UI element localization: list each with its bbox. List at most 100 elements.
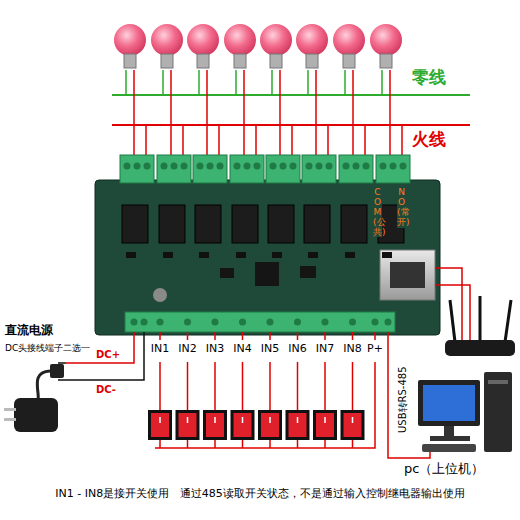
optocoupler [199,252,209,258]
input-wire [352,332,354,340]
ethernet-port [380,250,435,300]
monitor-stand [444,426,454,436]
input-switch [203,332,227,448]
terminal-screw [400,163,407,170]
relay [304,205,330,243]
terminal-screw [372,319,379,326]
input-switch [176,332,200,448]
switch-housing [203,410,227,440]
switch-mark [269,417,271,423]
rocker-switch [234,413,252,437]
relay [122,205,148,243]
adapter-prong [4,408,16,411]
optocoupler [163,252,173,258]
mcu-chip [255,262,279,286]
switch-return-wire [297,440,299,448]
terminal-screw [144,163,151,170]
relay-terminal-block [230,155,264,183]
label: pc（上位机） [404,462,484,477]
relay-terminal-block [120,155,154,183]
terminal-screw [244,163,251,170]
switch-mark [324,417,326,423]
bulb-base [343,54,355,68]
switch-housing [176,410,200,440]
router [445,296,515,356]
label: IN7 [316,343,334,356]
optocoupler [382,252,392,258]
antenna [450,300,455,342]
terminal-screw [157,319,164,326]
terminal-screw [207,163,214,170]
lamp-channel [260,24,300,258]
light-bulb [370,24,402,56]
bulb-load-wire [315,70,317,160]
terminal-screw [380,163,387,170]
switch-housing [148,410,172,440]
relay [195,205,221,243]
input-switch [148,332,172,448]
rs485-cable [388,332,430,458]
switch-housing [313,410,337,440]
input-wire [187,332,189,340]
capacitor [153,288,167,302]
label: 零线 [412,68,446,88]
dc-minus-wire [66,332,144,380]
rocker-switch [316,413,334,437]
bulb-base [124,54,136,68]
optocoupler [272,252,282,258]
switch-mark [242,417,244,423]
label: DC+ [96,349,120,361]
relay-terminal-block [157,155,191,183]
input-wire [214,332,216,340]
monitor [418,380,480,426]
label: IN1 [151,343,169,356]
dc-plug [50,364,64,378]
relay-terminal-block [266,155,300,183]
terminal-screw [181,163,188,170]
relay-terminal-block [302,155,336,183]
relay [268,205,294,243]
terminal-screw [131,319,138,326]
bulb-load-wire [133,70,135,160]
antenna [479,296,482,342]
bulb-base [234,54,246,68]
common-bus [155,362,375,448]
switch-return-wire [324,440,326,448]
input-switch [258,332,282,448]
bulb-neutral-wire [381,70,383,95]
input-wire [214,362,216,410]
label: USB转RS-485 [396,367,408,434]
label: IN8 [343,343,361,356]
bulb-base [380,54,392,68]
label: COM(公共) [373,188,382,237]
light-bulb [151,24,183,56]
terminal-screw [280,163,287,170]
input-wire [297,362,299,410]
lamp-channel [187,24,227,258]
light-bulb [260,24,292,56]
bulb-load-wire [352,70,354,160]
lamp-channel [333,24,373,258]
relay-terminal-block [339,155,373,183]
input-wire [159,362,161,410]
terminal-screw [267,319,274,326]
label: 直流电源 [5,324,53,338]
bulb-load-wire [389,70,391,160]
switch-mark [352,417,354,423]
neutral-line [112,94,470,96]
terminal-screw [326,163,333,170]
switch-mark [297,417,299,423]
light-bulb [114,24,146,56]
label: P+ [367,343,383,356]
terminal-screw [197,163,204,170]
switch-mark [214,417,216,423]
router-body [445,340,515,356]
input-wire [159,332,161,340]
relay [341,205,367,243]
terminal-screw [349,319,356,326]
terminal-screw [390,163,397,170]
keyboard [422,444,476,452]
bulb-neutral-wire [198,70,200,95]
adapter-prong [4,418,16,421]
